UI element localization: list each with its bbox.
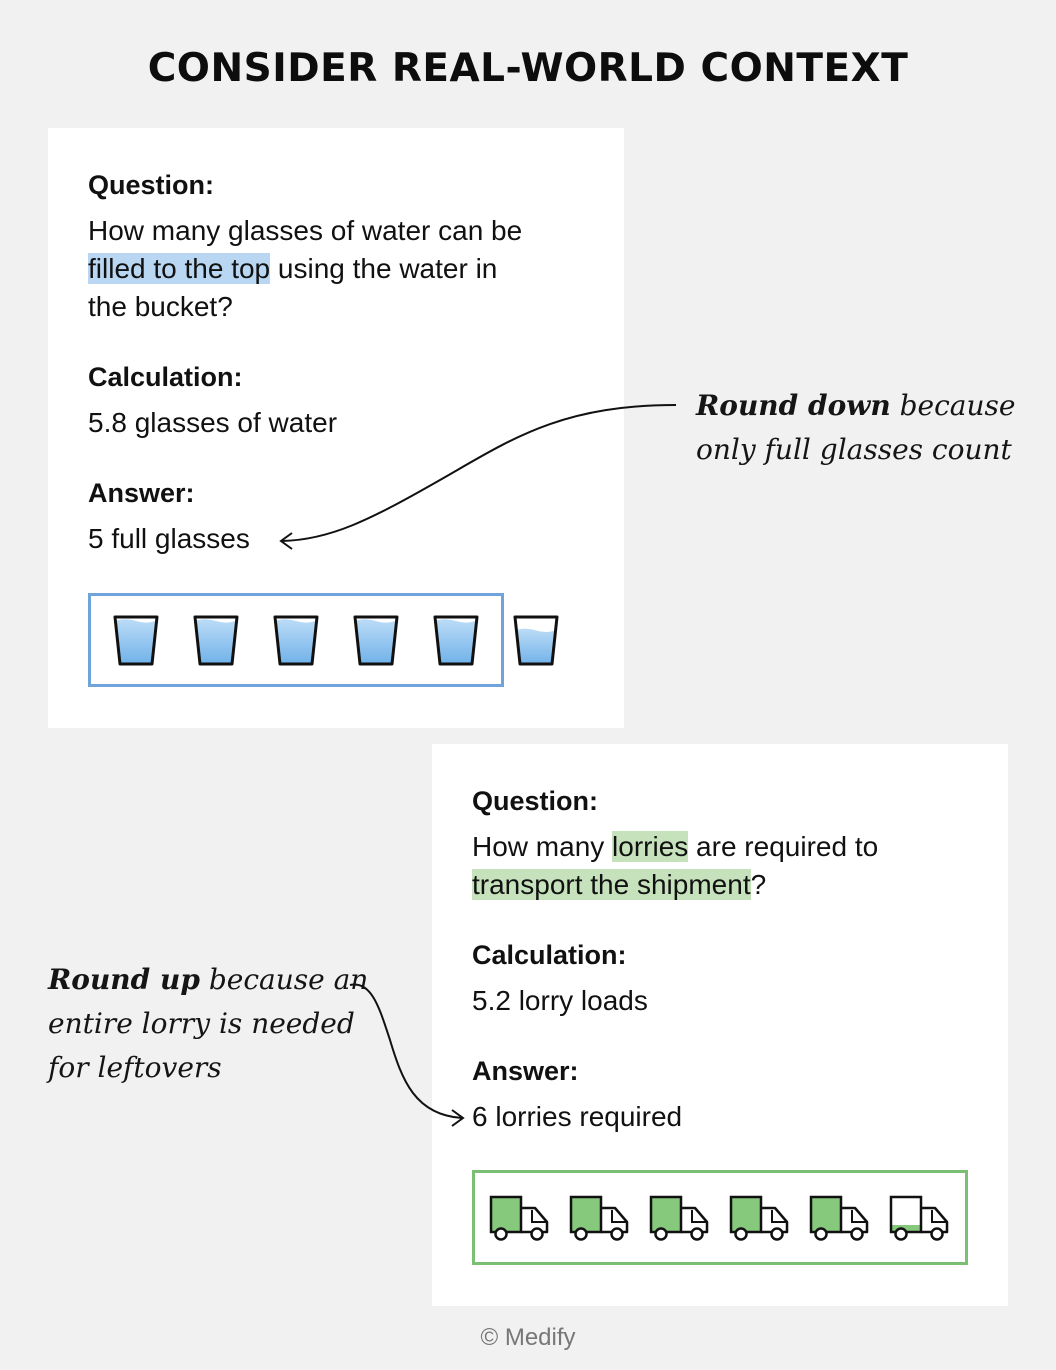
answer-value: 5 full glasses: [88, 523, 250, 554]
round-down-arrow: [281, 404, 677, 542]
lorry-icon: [809, 1195, 869, 1241]
question-line-2: using the water in: [270, 253, 498, 284]
note-bold: Round down: [696, 389, 891, 422]
question-highlight-2: transport the shipment: [472, 869, 751, 900]
glasses-card: Question: How many glasses of water can …: [48, 128, 624, 728]
water-fill: [115, 619, 157, 664]
glass-icon: [113, 615, 159, 666]
answer-value: 6 lorries required: [472, 1101, 683, 1132]
note-line-2: entire lorry is needed: [48, 1007, 355, 1040]
round-up-note: Round up because an entire lorry is need…: [48, 958, 378, 1090]
round-down-note: Round down because only full glasses cou…: [696, 384, 1046, 472]
lorries-box: [472, 1170, 968, 1265]
footer-credit: © Medify: [480, 1324, 576, 1351]
round-down-arrowhead: [279, 532, 293, 550]
question-highlight-1: lorries: [612, 831, 689, 862]
water-fill: [275, 619, 317, 664]
calculation-value: 5.2 lorry loads: [472, 985, 648, 1016]
glass-icon: [433, 615, 479, 666]
glass-icon: [353, 615, 399, 666]
calculation-value: 5.8 glasses of water: [88, 407, 338, 438]
cargo-fill: [731, 1197, 761, 1232]
round-up-arrow: [349, 983, 463, 1119]
question-end: ?: [750, 869, 767, 900]
glass-outline: [513, 615, 559, 666]
lorry-icon: [569, 1195, 629, 1241]
question-label: Question:: [88, 170, 214, 200]
note-bold: Round up: [48, 963, 200, 996]
glass-outline: [353, 615, 399, 666]
glass-icon: [273, 615, 319, 666]
round-up-arrowhead: [451, 1109, 465, 1127]
note-rest: because an: [199, 963, 369, 996]
water-fill: [195, 619, 237, 664]
note-line-3: for leftovers: [48, 1051, 222, 1084]
lorry-icon: [729, 1195, 789, 1241]
question-line-1: How many glasses of water can be: [88, 215, 523, 246]
cargo-fill: [571, 1197, 601, 1232]
question-line-3: the bucket?: [88, 291, 233, 322]
glass-outline: [113, 615, 159, 666]
glass-icon: [513, 615, 559, 666]
water-fill: [355, 619, 397, 664]
answer-label: Answer:: [88, 478, 195, 508]
cargo-fill: [491, 1197, 521, 1232]
cargo-fill: [811, 1197, 841, 1232]
lorry-icon: [889, 1195, 949, 1241]
calculation-label: Calculation:: [88, 362, 243, 392]
question-label: Question:: [472, 786, 598, 816]
glass-icon: [193, 615, 239, 666]
glass-outline: [433, 615, 479, 666]
glass-outline: [193, 615, 239, 666]
lorry-icon: [649, 1195, 709, 1241]
question-mid: are required to: [688, 831, 879, 862]
water-fill: [515, 628, 557, 664]
lorries-card: Question: How many lorries are required …: [432, 744, 1008, 1306]
question-text: How many glasses of water can be filled …: [88, 212, 588, 326]
page-title: CONSIDER REAL-WORLD CONTEXT: [147, 46, 909, 91]
water-fill: [435, 619, 477, 664]
cargo-fill: [651, 1197, 681, 1232]
full-glasses-box: [88, 593, 504, 687]
glass-outline: [273, 615, 319, 666]
note-rest: because: [890, 389, 1016, 422]
question-text: How many lorries are required to transpo…: [472, 828, 972, 904]
question-highlight: filled to the top: [88, 253, 271, 284]
cargo-fill: [891, 1225, 921, 1232]
calculation-label: Calculation:: [472, 940, 627, 970]
answer-label: Answer:: [472, 1056, 579, 1086]
question-pre: How many: [472, 831, 613, 862]
note-line-2: only full glasses count: [696, 433, 1012, 466]
lorry-icon: [489, 1195, 549, 1241]
